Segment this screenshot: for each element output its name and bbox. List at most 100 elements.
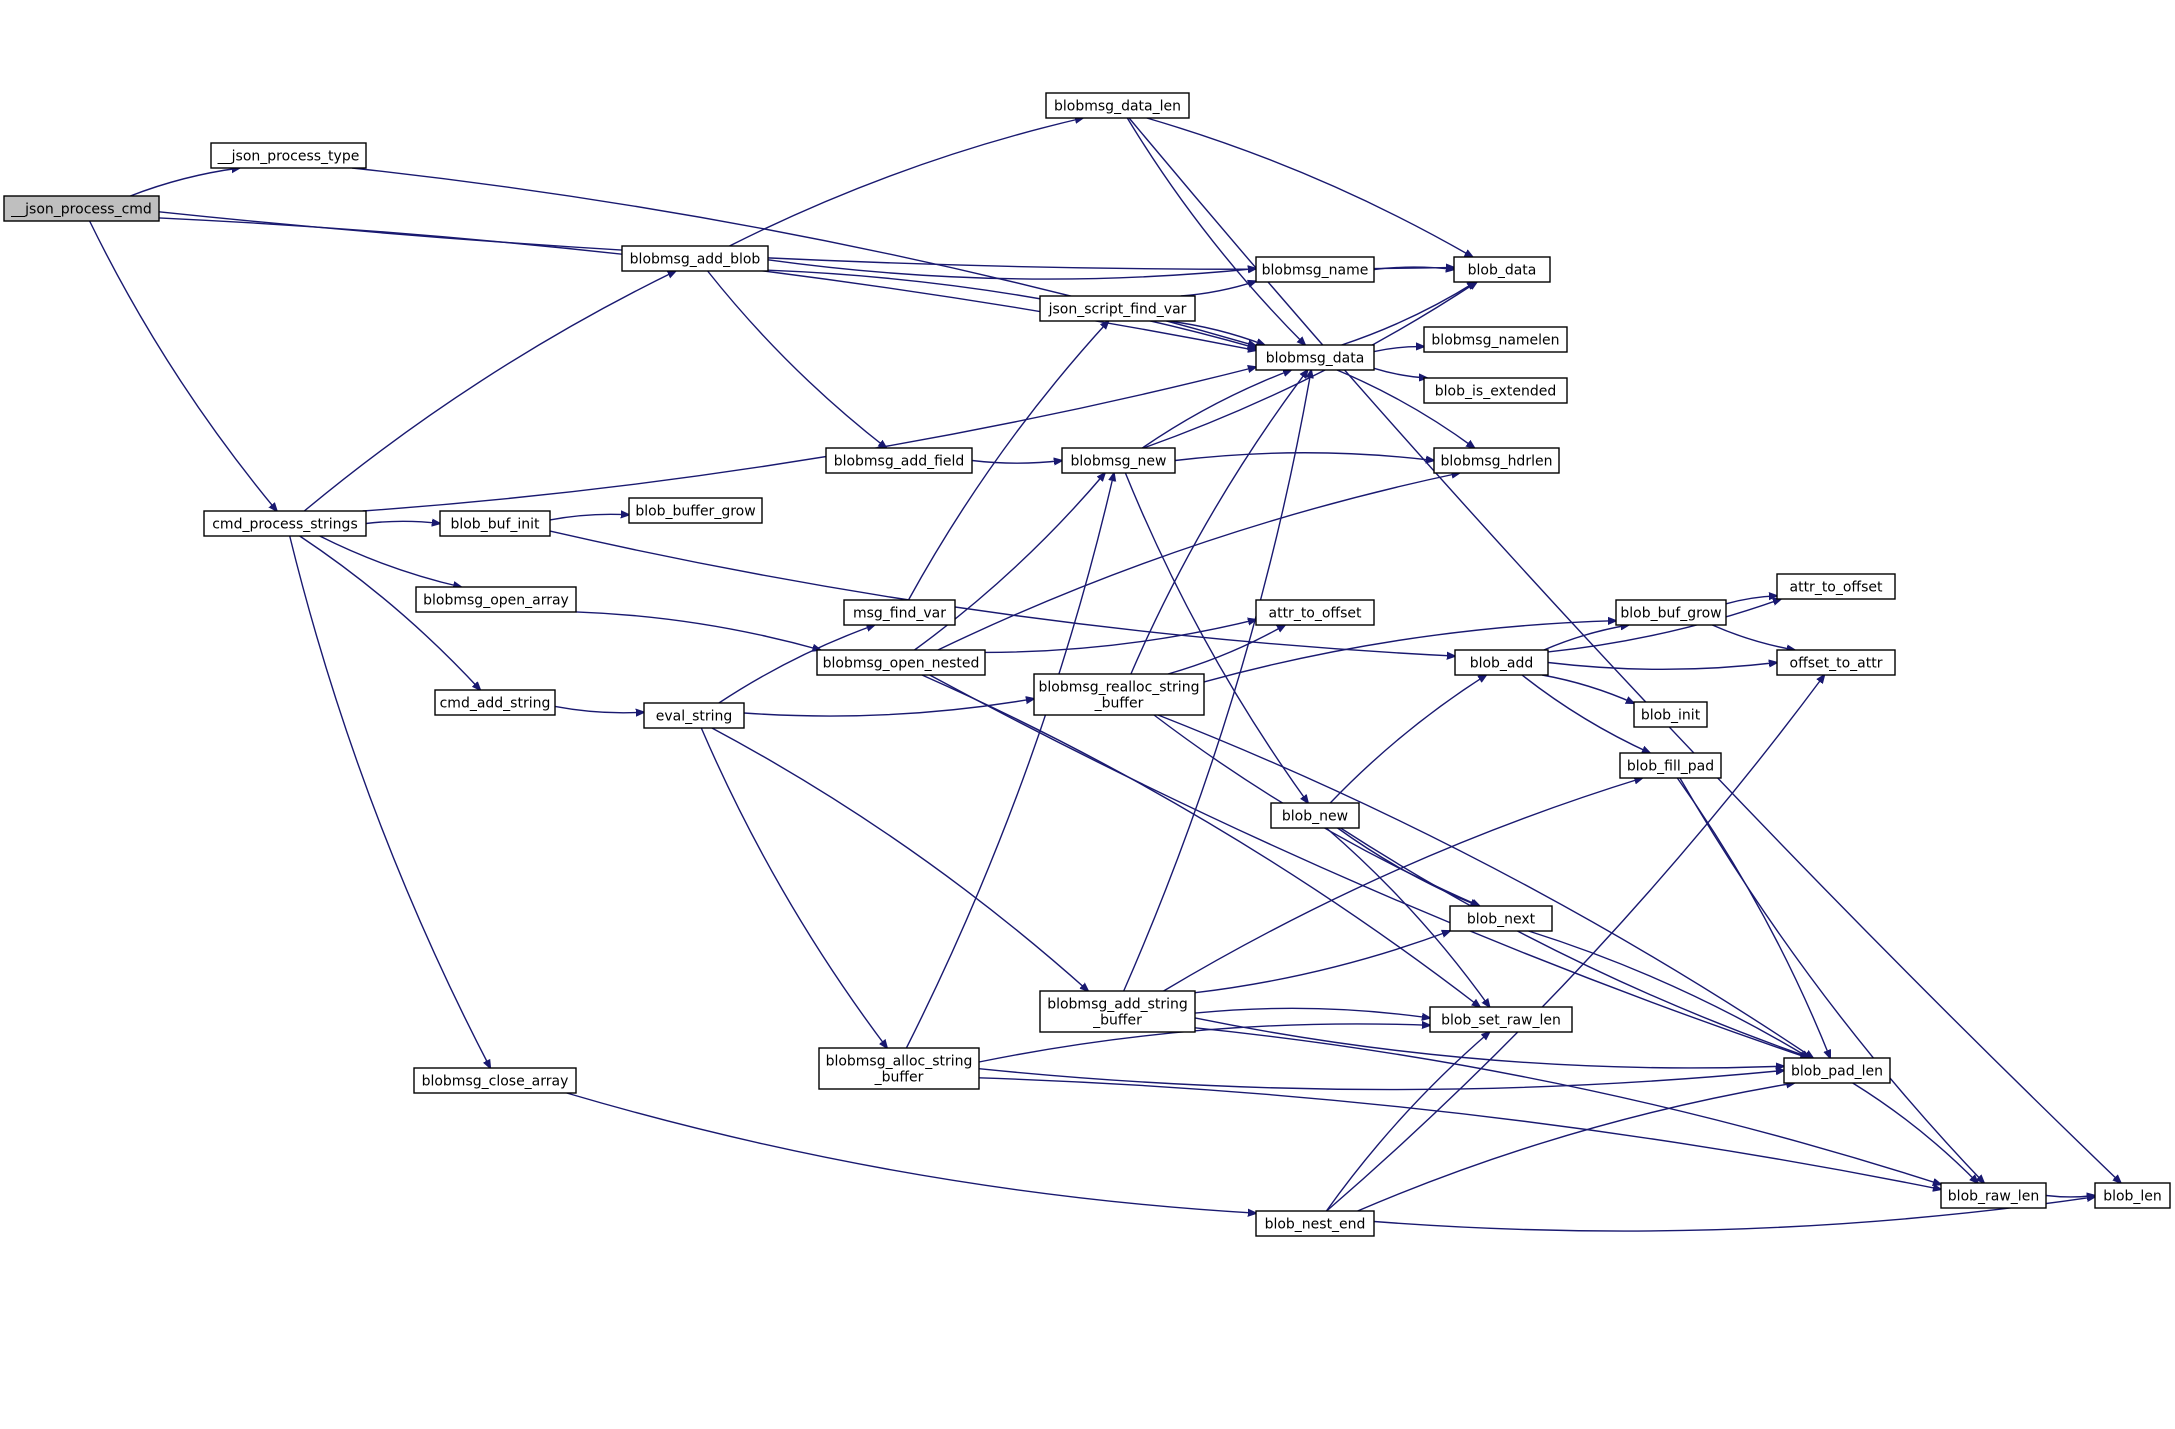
edge-eval_string-to-blobmsg_alloc_string_buffer bbox=[700, 727, 887, 1048]
node-blobmsg_hdrlen[interactable]: blobmsg_hdrlen bbox=[1433, 447, 1560, 474]
edge-blobmsg_data-to-blobmsg_hdrlen bbox=[1336, 369, 1475, 448]
node-box bbox=[1776, 649, 1896, 676]
edge-blobmsg_name-to-blob_data bbox=[1373, 267, 1454, 269]
node-blobmsg_alloc_string_buffer[interactable]: blobmsg_alloc_string_buffer bbox=[818, 1047, 980, 1090]
edge-json_script_find_var-to-blobmsg_data bbox=[1167, 320, 1265, 345]
node-blobmsg_add_field[interactable]: blobmsg_add_field bbox=[825, 447, 973, 474]
node-box bbox=[1033, 673, 1205, 716]
edge-__json_process_cmd-to-__json_process_type bbox=[130, 168, 239, 197]
edge-blobmsg_add_string_buffer-to-blob_pad_len bbox=[1194, 1017, 1784, 1068]
node-blobmsg_open_nested[interactable]: blobmsg_open_nested bbox=[816, 649, 986, 676]
edge-__json_process_cmd-to-blobmsg_data bbox=[158, 217, 1256, 351]
node-cmd_process_strings[interactable]: cmd_process_strings bbox=[203, 510, 367, 537]
node-blob_set_raw_len[interactable]: blob_set_raw_len bbox=[1429, 1006, 1573, 1033]
node-attr_to_offset_2[interactable]: attr_to_offset bbox=[1776, 573, 1896, 600]
node-label: blob_set_raw_len bbox=[1441, 1013, 1561, 1029]
node-label: blob_init bbox=[1641, 708, 1701, 724]
node-label: cmd_process_strings bbox=[212, 517, 358, 533]
edge-blob_new-to-blob_pad_len bbox=[1340, 827, 1812, 1058]
node-box bbox=[3, 195, 160, 222]
node-blob_pad_len[interactable]: blob_pad_len bbox=[1783, 1057, 1891, 1084]
node-label: blob_is_extended bbox=[1435, 384, 1556, 400]
node-msg_find_var[interactable]: msg_find_var bbox=[843, 599, 956, 626]
node-blobmsg_close_array[interactable]: blobmsg_close_array bbox=[413, 1067, 577, 1094]
node-blob_buf_init[interactable]: blob_buf_init bbox=[439, 510, 551, 537]
edge-blobmsg_alloc_string_buffer-to-blobmsg_new bbox=[905, 473, 1114, 1049]
edge-blob_buf_init-to-blob_add bbox=[549, 530, 1455, 656]
edge-cmd_process_strings-to-cmd_add_string bbox=[299, 535, 481, 690]
node-label: blob_next bbox=[1467, 912, 1536, 928]
node-__json_process_type[interactable]: __json_process_type bbox=[210, 142, 367, 169]
node-box bbox=[1423, 326, 1568, 353]
node-blobmsg_namelen[interactable]: blobmsg_namelen bbox=[1423, 326, 1568, 353]
edge-blobmsg_alloc_string_buffer-to-blob_pad_len bbox=[978, 1069, 1784, 1091]
node-box bbox=[1433, 447, 1560, 474]
node-blob_buffer_grow[interactable]: blob_buffer_grow bbox=[628, 497, 763, 524]
node-label: blobmsg_add_string bbox=[1047, 997, 1188, 1013]
node-box bbox=[415, 586, 577, 613]
node-blobmsg_open_array[interactable]: blobmsg_open_array bbox=[415, 586, 577, 613]
edge-blobmsg_realloc_string_buffer-to-blobmsg_data bbox=[1130, 370, 1308, 675]
node-eval_string[interactable]: eval_string bbox=[643, 702, 745, 729]
node-box bbox=[816, 649, 986, 676]
node-blob_add[interactable]: blob_add bbox=[1454, 649, 1549, 676]
node-blob_data[interactable]: blob_data bbox=[1453, 256, 1551, 283]
node-label: __json_process_type bbox=[217, 149, 360, 165]
edge-blobmsg_open_nested-to-blobmsg_hdrlen bbox=[937, 473, 1460, 651]
node-label: blobmsg_close_array bbox=[422, 1074, 569, 1090]
node-label: blobmsg_data bbox=[1266, 351, 1365, 367]
edge-blob_nest_end-to-blob_len bbox=[1373, 1197, 2095, 1232]
node-label: json_script_find_var bbox=[1048, 302, 1187, 318]
edge-msg_find_var-to-json_script_find_var bbox=[907, 321, 1109, 601]
node-box bbox=[628, 497, 763, 524]
node-label: eval_string bbox=[656, 709, 733, 725]
node-__json_process_cmd[interactable]: __json_process_cmd bbox=[3, 195, 160, 222]
node-blob_nest_end[interactable]: blob_nest_end bbox=[1255, 1210, 1375, 1237]
node-box bbox=[825, 447, 973, 474]
node-blob_new[interactable]: blob_new bbox=[1270, 802, 1360, 829]
node-blob_is_extended[interactable]: blob_is_extended bbox=[1423, 377, 1568, 404]
node-blob_next[interactable]: blob_next bbox=[1449, 905, 1553, 932]
node-label: blob_fill_pad bbox=[1627, 759, 1714, 775]
edge-blob_add-to-offset_to_attr bbox=[1547, 663, 1777, 671]
edge-blob_pad_len-to-blob_raw_len bbox=[1852, 1082, 1978, 1183]
node-blobmsg_new[interactable]: blobmsg_new bbox=[1061, 447, 1176, 474]
node-box bbox=[439, 510, 551, 537]
node-label: blobmsg_new bbox=[1071, 454, 1167, 470]
node-box bbox=[1255, 599, 1375, 626]
node-blob_fill_pad[interactable]: blob_fill_pad bbox=[1619, 752, 1722, 779]
node-blob_buf_grow[interactable]: blob_buf_grow bbox=[1615, 599, 1727, 626]
node-blobmsg_name[interactable]: blobmsg_name bbox=[1255, 256, 1375, 283]
node-label: blobmsg_data_len bbox=[1054, 99, 1181, 115]
node-attr_to_offset_1[interactable]: attr_to_offset bbox=[1255, 599, 1375, 626]
node-blobmsg_add_blob[interactable]: blobmsg_add_blob bbox=[621, 245, 769, 272]
node-box bbox=[818, 1047, 980, 1090]
node-json_script_find_var[interactable]: json_script_find_var bbox=[1039, 295, 1196, 322]
edge-blobmsg_data_len-to-blob_data bbox=[1146, 117, 1473, 257]
edge-blobmsg_new-to-blob_data bbox=[1143, 282, 1477, 449]
edge-blobmsg_add_string_buffer-to-blobmsg_data bbox=[1123, 370, 1312, 992]
edge-blobmsg_add_blob-to-blobmsg_add_field bbox=[707, 270, 887, 448]
node-offset_to_attr[interactable]: offset_to_attr bbox=[1776, 649, 1896, 676]
node-blobmsg_data[interactable]: blobmsg_data bbox=[1255, 344, 1375, 371]
node-cmd_add_string[interactable]: cmd_add_string bbox=[434, 689, 556, 716]
node-blobmsg_data_len[interactable]: blobmsg_data_len bbox=[1045, 92, 1190, 119]
node-blob_len[interactable]: blob_len bbox=[2094, 1182, 2171, 1209]
node-blobmsg_add_string_buffer[interactable]: blobmsg_add_string_buffer bbox=[1039, 990, 1196, 1033]
edge-blobmsg_data_len-to-blob_len bbox=[1128, 117, 2121, 1183]
node-label: offset_to_attr bbox=[1790, 656, 1883, 672]
node-label: blobmsg_name bbox=[1262, 263, 1369, 279]
node-box bbox=[1255, 1210, 1375, 1237]
edge-blobmsg_data_len-to-blobmsg_data bbox=[1126, 117, 1305, 345]
node-label: blob_add bbox=[1470, 656, 1534, 672]
node-blobmsg_realloc_string_buffer[interactable]: blobmsg_realloc_string_buffer bbox=[1033, 673, 1205, 716]
node-blob_init[interactable]: blob_init bbox=[1633, 701, 1708, 728]
node-box bbox=[1061, 447, 1176, 474]
node-label: blobmsg_add_field bbox=[834, 454, 965, 470]
edge-blob_buf_init-to-blob_buffer_grow bbox=[549, 514, 629, 521]
edge-blob_new-to-blob_add bbox=[1329, 675, 1486, 804]
node-box bbox=[1045, 92, 1190, 119]
node-blob_raw_len[interactable]: blob_raw_len bbox=[1940, 1182, 2047, 1209]
node-label: blob_data bbox=[1468, 263, 1537, 279]
